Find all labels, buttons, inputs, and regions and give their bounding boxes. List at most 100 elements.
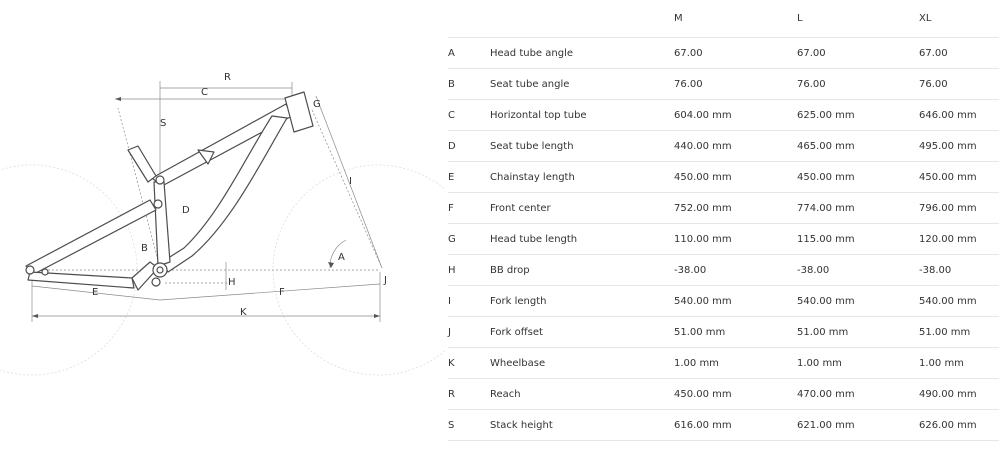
cell-letter: E [448,161,490,193]
cell-size-l: 465.00 mm [797,130,919,162]
arrow-head-angle [328,262,334,268]
pivot-upper [153,199,163,209]
cell-letter: I [448,285,490,317]
cell-letter: C [448,99,490,131]
seat-stay [25,199,157,275]
cell-letter: K [448,347,490,379]
label-E: E [92,287,98,298]
shock-mount [197,149,215,165]
cell-size-l: 76.00 [797,68,919,100]
front-wheel-outline [272,164,445,376]
label-R: R [224,72,231,83]
cell-letter: A [448,37,490,69]
frame-geometry-diagram: R C G S I D B A J H E F K [0,0,445,452]
cell-size-l: 67.00 [797,37,919,69]
front-center-dimension-line [159,283,381,301]
label-K: K [240,307,247,318]
cell-letter: G [448,223,490,255]
geometry-drawing: R C G S I D B A J H E F K [0,72,445,376]
cell-size-m: 1.00 mm [674,347,797,379]
cell-size-m: 752.00 mm [674,192,797,224]
cell-letter: F [448,192,490,224]
cell-letter: J [448,316,490,348]
cell-letter: H [448,254,490,286]
header-size-m: M [674,13,683,24]
pivot-top [155,175,165,185]
cell-name: Fork length [490,285,674,317]
cell-letter: R [448,378,490,410]
cell-size-l: 470.00 mm [797,378,919,410]
cell-size-m: 450.00 mm [674,161,797,193]
label-J: J [383,275,387,286]
cell-size-l: 450.00 mm [797,161,919,193]
cell-name: Fork offset [490,316,674,348]
header-name [490,0,674,38]
seat-post [127,145,157,183]
cell-size-xl: 540.00 mm [919,285,999,317]
rear-axle [25,265,35,275]
cell-size-l: 621.00 mm [797,409,919,441]
arrow-stack-left [115,97,121,101]
label-I: I [349,176,352,187]
cell-size-l: 540.00 mm [797,285,919,317]
label-F: F [279,287,285,298]
cell-size-m: 616.00 mm [674,409,797,441]
header-letter [448,0,490,38]
label-A: A [338,252,345,263]
header-size-xl: XL [919,13,932,24]
cell-size-xl: -38.00 [919,254,999,286]
fork-axis-line [311,109,383,269]
cell-name: Reach [490,378,674,410]
cell-size-xl: 796.00 mm [919,192,999,224]
label-S: S [160,118,166,129]
cell-name: Seat tube angle [490,68,674,100]
cell-name: Horizontal top tube [490,99,674,131]
chain-stay [27,271,135,289]
label-H: H [228,277,236,288]
cell-name: Wheelbase [490,347,674,379]
cell-size-m: -38.00 [674,254,797,286]
cell-size-xl: 120.00 mm [919,223,999,255]
cell-name: Stack height [490,409,674,441]
label-B: B [141,243,148,254]
table-header-row: M L XL [448,0,999,38]
dropout-pivot [41,268,49,276]
cell-size-m: 440.00 mm [674,130,797,162]
cell-name: Head tube length [490,223,674,255]
cell-size-m: 51.00 mm [674,316,797,348]
cell-name: Seat tube length [490,130,674,162]
cell-size-xl: 450.00 mm [919,161,999,193]
cell-size-l: 1.00 mm [797,347,919,379]
cell-letter: B [448,68,490,100]
label-D: D [182,205,190,216]
bb-inner [156,266,164,274]
arrow-wheelbase-left [32,314,38,318]
cell-size-m: 67.00 [674,37,797,69]
cell-size-xl: 76.00 [919,68,999,100]
cell-name: Chainstay length [490,161,674,193]
label-C: C [201,87,208,98]
cell-size-l: 115.00 mm [797,223,919,255]
cell-size-m: 450.00 mm [674,378,797,410]
cell-size-xl: 67.00 [919,37,999,69]
cell-size-xl: 51.00 mm [919,316,999,348]
cell-size-m: 110.00 mm [674,223,797,255]
cell-name: Head tube angle [490,37,674,69]
cell-size-l: 625.00 mm [797,99,919,131]
head-tube-length-line [315,95,383,269]
cell-size-m: 540.00 mm [674,285,797,317]
head-tube [284,91,314,133]
seat-tube [153,181,171,267]
